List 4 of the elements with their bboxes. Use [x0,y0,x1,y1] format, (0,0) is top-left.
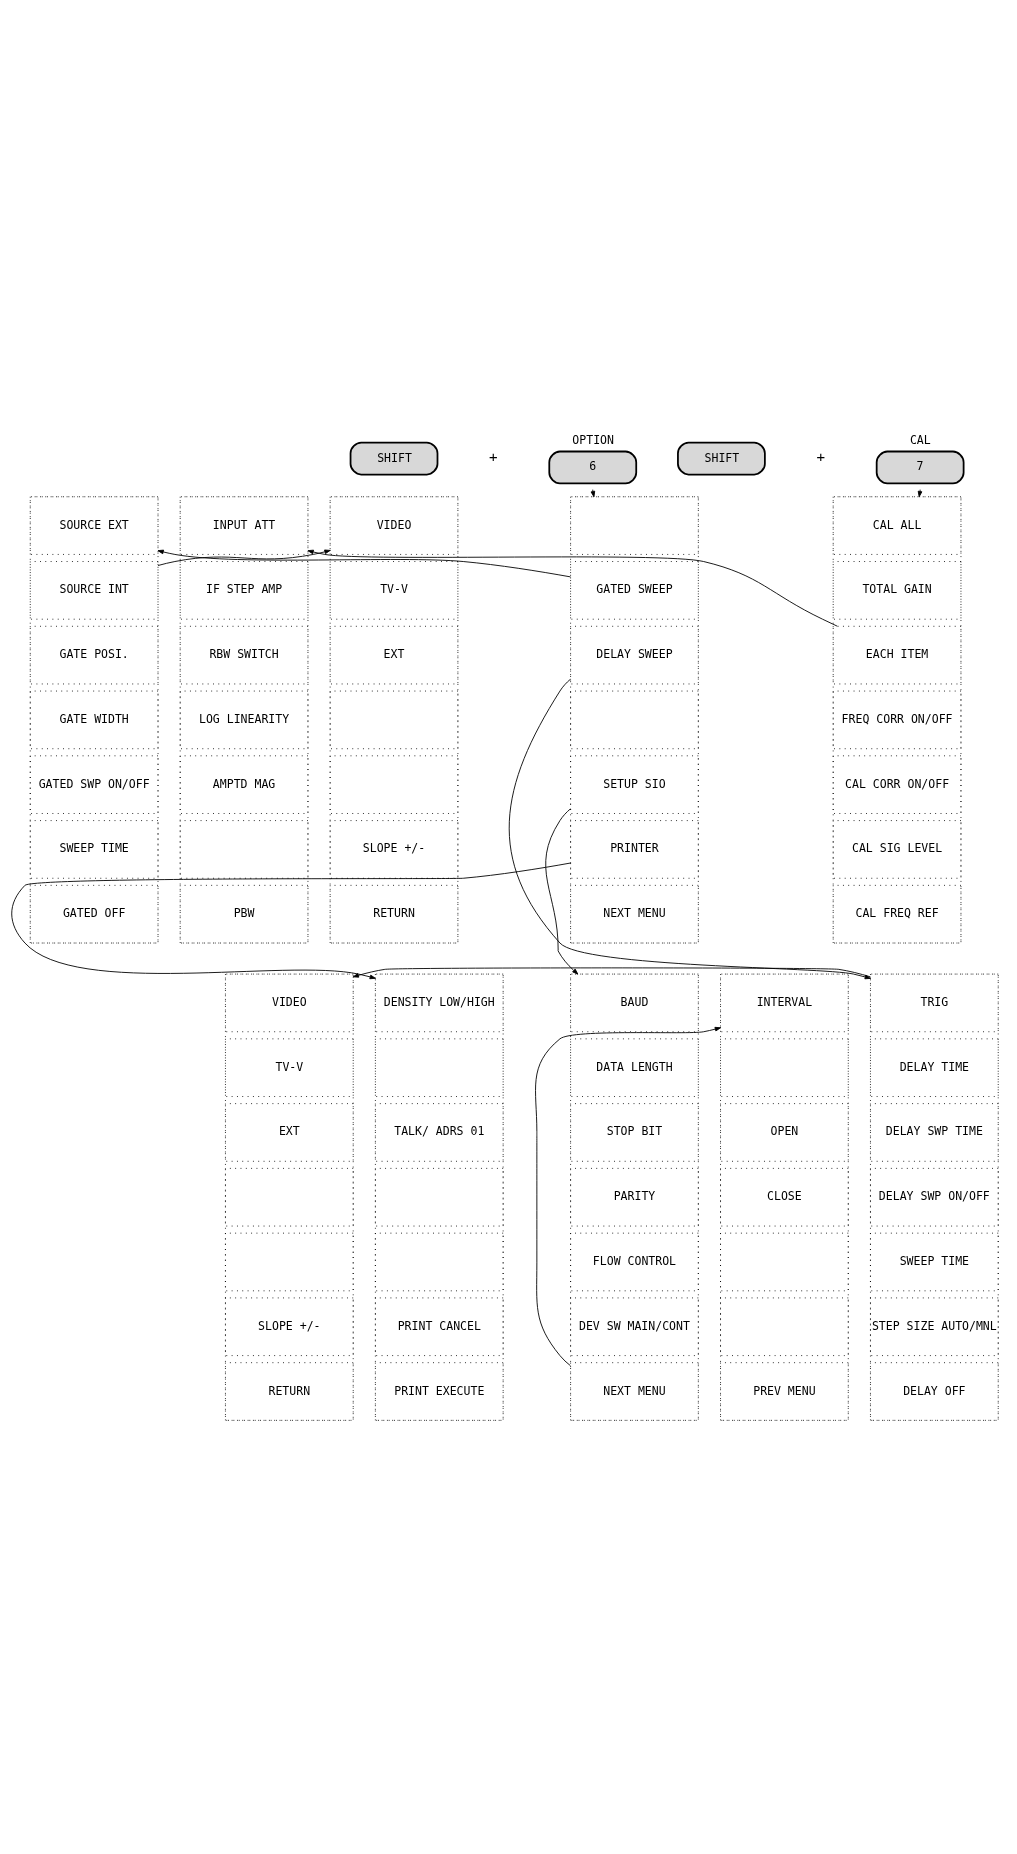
node-label: OPTION [572,432,614,447]
label: + [816,448,826,465]
node-label: CAL [909,432,931,447]
label: + [489,448,498,465]
